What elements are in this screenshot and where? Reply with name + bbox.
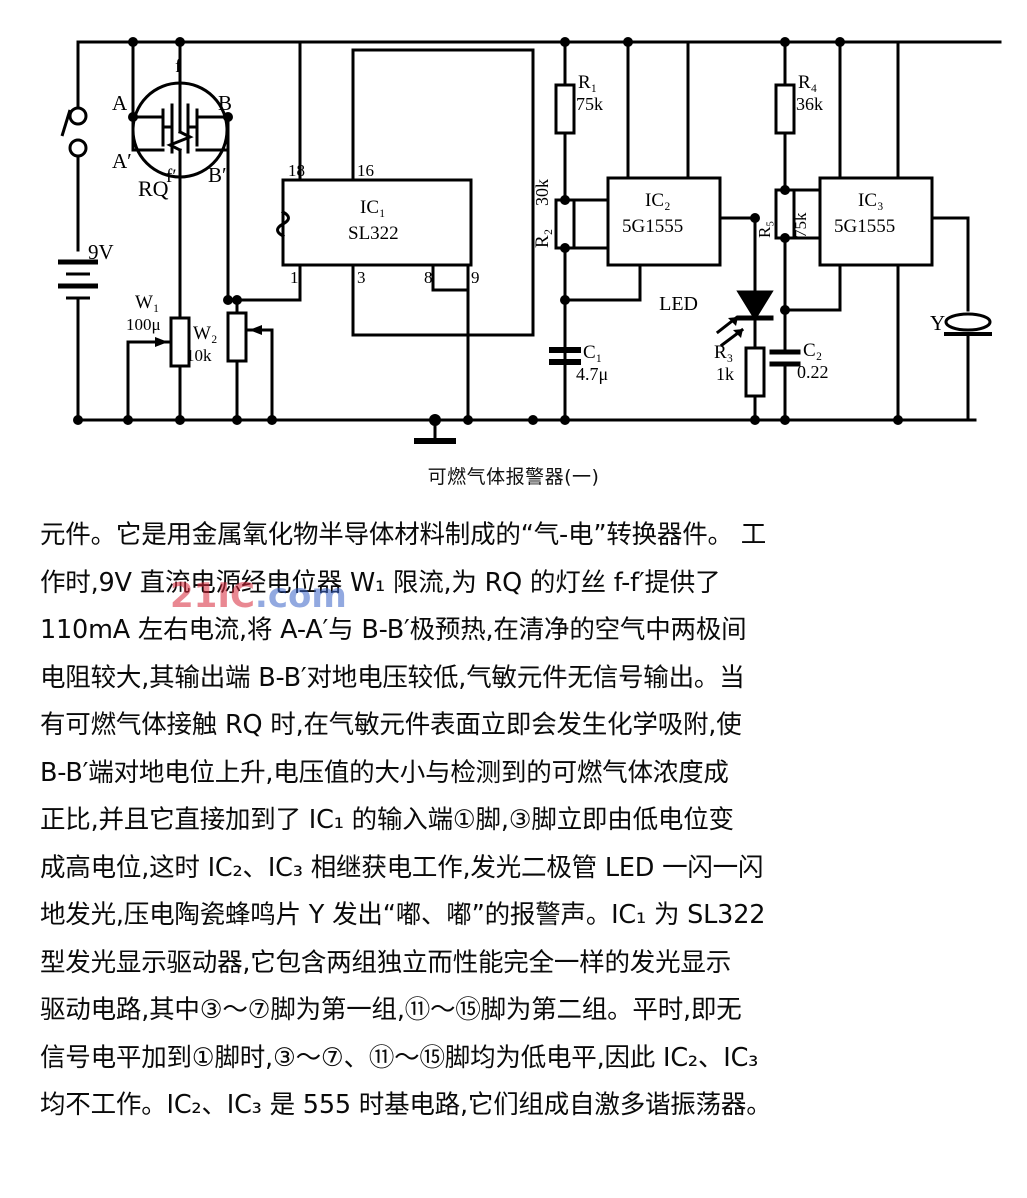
battery-label: 9V [88,240,114,264]
pot-w2-value: 10k [186,346,212,365]
ic2-type: 5G1555 [622,216,683,237]
sensor-terminal-bp: B′ [208,163,227,187]
body-line: 成高电位,这时 IC₂、IC₃ 相继获电工作,发光二极管 LED 一闪一闪 [40,852,764,883]
pot-w1-arrow [155,337,168,347]
r4-body [774,83,796,135]
figure-caption: 可燃气体报警器(一) [427,466,600,488]
sensor-terminal-f: f [175,56,182,77]
led-triangle [736,290,774,321]
r3-body [744,346,766,398]
pot-w1-value: 100μ [126,315,161,334]
led-label: LED [659,293,698,315]
c1-ref: C₁ [583,342,602,363]
r3-ref: R₃ [714,342,733,363]
ic1-pin-16: 16 [357,161,374,180]
ic1-notch [276,209,290,239]
led-ray-1-head [728,317,738,326]
body-line: 110mA 左右电流,将 A-A′与 B-B′极预热,在清净的空气中两极间 [40,615,747,645]
wire-ic3-bottom-pin [783,263,842,312]
c1-value: 4.7μ [576,364,608,384]
pot-w2-ref: W₂ [193,323,218,344]
body-line: 正比,并且它直接加到了 IC₁ 的输入端①脚,③脚立即由低电位变 [40,805,734,835]
wire-ap-lead [131,115,165,152]
ic1-pin-8: 8 [424,268,433,287]
body-line: 元件。它是用金属氧化物半导体材料制成的“气-电”转换器件。 工 [40,520,767,550]
body-line: 有可燃气体接触 RQ 时,在气敏元件表面立即会发生化学吸附,使 [40,710,742,740]
body-line: 作时,9V 直流电源经电位器 W₁ 限流,为 RQ 的灯丝 f-f′提供了 [40,567,721,598]
r2-body [554,198,576,250]
ic1-pin-3: 3 [357,268,366,287]
body-line: 电阻较大,其输出端 B-B′对地电压较低,气敏元件无信号输出。当 [40,662,745,693]
sensor-ref: RQ [138,176,169,201]
pot-w1-ref: W₁ [135,292,160,313]
sensor-terminal-fp: f′ [166,166,176,187]
pot-w2-arrow [249,325,262,335]
ic2-body [606,176,722,267]
body-line: 信号电平加到①脚时,③～⑦、⑪～⑮脚均为低电平,因此 IC₂、IC₃ [40,1042,759,1073]
ic3-ref: IC₃ [858,190,884,211]
ic1-pin-9: 9 [471,268,480,287]
body-line: 均不工作。IC₂、IC₃ 是 555 时基电路,它们组成自激多谐振荡器。 [40,1090,772,1120]
switch-blade [60,109,72,137]
ic2-ref: IC₂ [645,190,671,211]
power-switch [68,106,88,158]
ic1-body [281,178,473,267]
ic1-pin-18: 18 [288,161,305,180]
r5-ref: R₅ [755,221,774,238]
ic1-pin-1: 1 [290,268,299,287]
c2-ref: C₂ [803,340,822,361]
body-line: B-B′端对地电位上升,电压值的大小与检测到的可燃气体浓度成 [40,757,729,788]
junction-dots [73,37,903,426]
body-line: 地发光,压电陶瓷蜂鸣片 Y 发出“嘟、嘟”的报警声。IC₁ 为 SL322 [40,900,766,930]
ic3-body [818,176,934,267]
r3-value: 1k [716,364,734,384]
wire-ic2-bottom-pin [563,263,642,302]
article-body: 元件。它是用金属氧化物半导体材料制成的“气-电”转换器件。 工 作时,9V 直流… [40,512,990,1130]
buzzer-disc [944,312,992,332]
ic1-ref: IC₁ [360,197,386,218]
r5-value: 75k [791,212,810,238]
body-line: 型发光显示驱动器,它包含两组独立而性能完全一样的发光显示 [40,947,732,978]
r1-value: 75k [576,94,603,114]
circuit-schematic: 9V f f′ A A′ B B′ RQ W₁ 100μ W₂ 10k 18 1… [0,0,1027,455]
wire-w2-wiper [247,328,274,422]
sensor-terminal-a: A [112,91,128,115]
battery-symbol [58,259,98,300]
wire-bp-to-ic1pin1 [226,283,302,302]
r1-ref: R₁ [578,72,597,93]
c2-value: 0.22 [797,362,829,382]
sensor-terminal-ap: A′ [112,149,132,173]
ic1-type: SL322 [348,223,399,244]
r2-ref: R₂ [532,229,553,248]
led-ray-2-head [733,329,743,338]
body-line: 驱动电路,其中③～⑦脚为第一组,⑪～⑮脚为第二组。平时,即无 [40,995,742,1025]
r2-value: 30k [532,179,552,206]
filament-zigzag [166,129,194,153]
r4-ref: R₄ [798,72,817,93]
r4-value: 36k [796,94,823,114]
sensor-terminal-b: B [218,91,232,115]
buzzer-label: Y [930,311,945,335]
wire-ic1-pin8 [431,263,470,292]
r1-body [554,83,576,135]
ic3-type: 5G1555 [834,216,895,237]
pot-w2-body [226,311,248,363]
